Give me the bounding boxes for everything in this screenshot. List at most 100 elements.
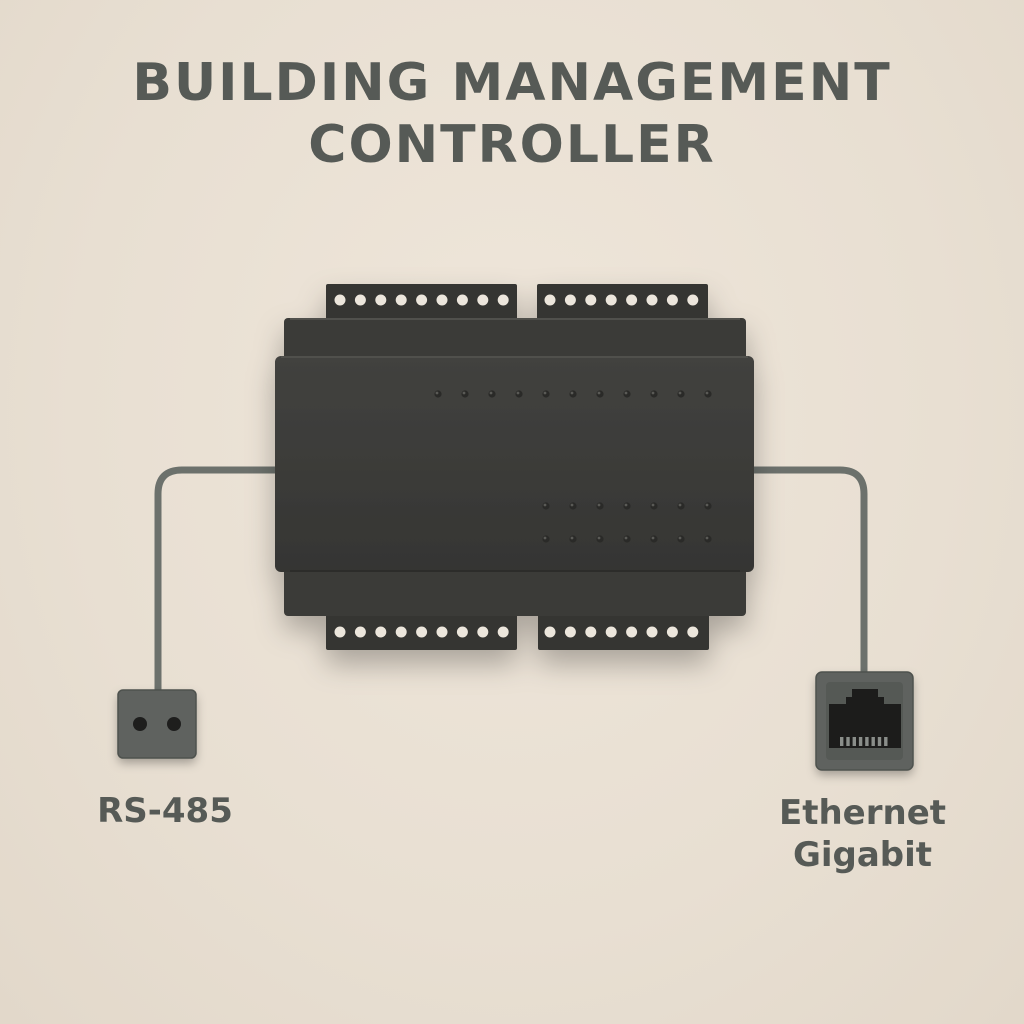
led-highlight bbox=[543, 536, 547, 540]
led-highlight bbox=[705, 391, 709, 395]
led-indicator bbox=[650, 535, 658, 543]
led-highlight bbox=[489, 391, 493, 395]
led-indicator bbox=[569, 390, 577, 398]
terminal-screw-hole bbox=[456, 294, 468, 306]
led-highlight bbox=[543, 391, 547, 395]
led-highlight bbox=[624, 536, 628, 540]
led-highlight bbox=[597, 536, 601, 540]
led-indicator bbox=[650, 390, 658, 398]
led-indicator bbox=[704, 502, 712, 510]
led-highlight bbox=[570, 503, 574, 507]
ethernet-label: Ethernet Gigabit bbox=[760, 792, 965, 876]
led-highlight bbox=[597, 391, 601, 395]
led-highlight bbox=[705, 536, 709, 540]
led-indicator bbox=[677, 535, 685, 543]
terminal-screw-hole bbox=[375, 626, 387, 638]
led-indicator bbox=[569, 502, 577, 510]
terminal-screw-hole bbox=[436, 294, 448, 306]
led-indicator bbox=[596, 535, 604, 543]
led-indicator bbox=[596, 390, 604, 398]
terminal-screw-hole bbox=[477, 294, 489, 306]
terminal-screw-hole bbox=[544, 626, 556, 638]
led-highlight bbox=[624, 391, 628, 395]
led-indicator bbox=[542, 535, 550, 543]
led-indicator bbox=[488, 390, 496, 398]
terminal-screw-hole bbox=[585, 626, 597, 638]
terminal-block-bottom-right bbox=[538, 612, 709, 650]
led-indicator bbox=[542, 390, 550, 398]
terminal-screw-hole bbox=[646, 294, 658, 306]
led-indicator bbox=[461, 390, 469, 398]
led-highlight bbox=[651, 503, 655, 507]
led-highlight bbox=[678, 536, 682, 540]
terminal-screw-hole bbox=[564, 294, 576, 306]
terminal-screw-hole bbox=[354, 626, 366, 638]
led-highlight bbox=[705, 503, 709, 507]
terminal-screw-hole bbox=[395, 294, 407, 306]
terminal-screw-hole bbox=[687, 626, 699, 638]
terminal-screw-hole bbox=[585, 294, 597, 306]
led-indicator bbox=[677, 502, 685, 510]
rj45-pin bbox=[852, 737, 856, 746]
ethernet-label-line-2: Gigabit bbox=[792, 835, 933, 875]
terminal-screw-hole bbox=[626, 294, 638, 306]
rs485-label: RS-485 bbox=[97, 791, 233, 831]
rs485-cable bbox=[154, 466, 280, 696]
rj45-pin bbox=[877, 737, 882, 746]
led-indicator bbox=[623, 502, 631, 510]
led-indicator bbox=[677, 390, 685, 398]
terminal-screw-hole bbox=[666, 294, 678, 306]
terminal-screw-hole bbox=[354, 294, 366, 306]
terminal-block-top-right bbox=[537, 284, 708, 320]
led-indicator bbox=[542, 502, 550, 510]
terminal-screw-hole bbox=[334, 626, 346, 638]
terminal-screw-hole bbox=[436, 626, 448, 638]
terminal-screw-hole bbox=[605, 626, 617, 638]
terminal-screw-hole bbox=[416, 626, 428, 638]
led-indicator bbox=[569, 535, 577, 543]
led-indicator bbox=[623, 535, 631, 543]
ethernet-label-line-1: Ethernet bbox=[778, 793, 947, 833]
led-highlight bbox=[516, 391, 520, 395]
terminal-screw-hole bbox=[416, 294, 428, 306]
terminal-screw-holes bbox=[334, 294, 699, 638]
led-highlight bbox=[651, 536, 655, 540]
rs485-port-icon bbox=[118, 690, 196, 758]
terminal-screw-hole bbox=[666, 626, 678, 638]
controller-body bbox=[275, 356, 754, 572]
terminal-screw-hole bbox=[456, 626, 468, 638]
terminal-screw-hole bbox=[375, 294, 387, 306]
led-highlight bbox=[678, 503, 682, 507]
led-highlight bbox=[570, 391, 574, 395]
rj45-pin bbox=[846, 737, 850, 746]
led-indicator bbox=[623, 390, 631, 398]
led-highlight bbox=[624, 503, 628, 507]
led-highlight bbox=[462, 391, 466, 395]
led-indicators bbox=[434, 390, 712, 543]
rj45-pin bbox=[871, 737, 875, 746]
led-highlight bbox=[651, 391, 655, 395]
led-indicator bbox=[434, 390, 442, 398]
terminal-screw-hole bbox=[497, 294, 509, 306]
terminal-screw-hole bbox=[626, 626, 638, 638]
rj45-pin bbox=[884, 737, 888, 746]
terminal-screw-hole bbox=[605, 294, 617, 306]
controller-device bbox=[275, 284, 754, 650]
diagram-title: BUILDING MANAGEMENT CONTROLLER bbox=[0, 52, 1024, 176]
terminal-screw-hole bbox=[687, 294, 699, 306]
led-highlight bbox=[678, 391, 682, 395]
title-line-1: BUILDING MANAGEMENT bbox=[132, 53, 892, 113]
led-indicator bbox=[650, 502, 658, 510]
terminal-screw-hole bbox=[395, 626, 407, 638]
led-highlight bbox=[543, 503, 547, 507]
rj45-pin bbox=[858, 737, 863, 746]
terminal-screw-hole bbox=[564, 626, 576, 638]
terminal-screw-hole bbox=[544, 294, 556, 306]
terminal-screw-hole bbox=[646, 626, 658, 638]
rj45-pin bbox=[865, 737, 869, 746]
terminal-screw-hole bbox=[334, 294, 346, 306]
led-highlight bbox=[435, 391, 439, 395]
led-indicator bbox=[704, 390, 712, 398]
terminal-screw-hole bbox=[497, 626, 509, 638]
